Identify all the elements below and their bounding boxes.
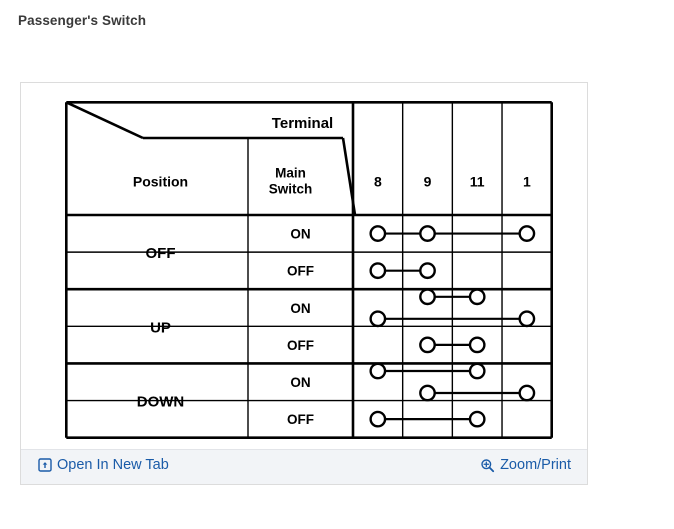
terminal-header-label: Terminal xyxy=(272,115,333,132)
main-switch-state-3: OFF xyxy=(287,338,314,353)
open-in-new-tab-link[interactable]: Open In New Tab xyxy=(37,457,169,473)
contact-node-up-on-1 xyxy=(518,310,536,328)
position-label-up: UP xyxy=(150,319,171,336)
open-in-new-tab-label: Open In New Tab xyxy=(57,457,169,473)
contact-node-up-off-11 xyxy=(468,336,486,354)
position-header-label: Position xyxy=(133,174,188,190)
contact-node-off-off-8 xyxy=(369,262,387,280)
terminal-column-header-8: 8 xyxy=(374,174,382,190)
contact-node-down-off-8 xyxy=(369,410,387,428)
terminal-column-header-1: 1 xyxy=(523,174,531,190)
contact-node-up-on-11 xyxy=(468,288,486,306)
card-footer: Open In New Tab Zoom/Print xyxy=(21,449,587,484)
contact-node-up-on-8 xyxy=(369,310,387,328)
contact-node-down-off-11 xyxy=(468,410,486,428)
contact-node-up-off-9 xyxy=(419,336,436,354)
magnifier-plus-icon xyxy=(480,458,495,473)
main-switch-header-line1: Main xyxy=(275,166,306,181)
contact-node-up-on-9 xyxy=(419,288,436,306)
external-link-icon xyxy=(37,458,52,473)
contact-node-down-on-8 xyxy=(369,362,387,380)
position-label-down: DOWN xyxy=(137,394,185,411)
contact-node-down-on-1 xyxy=(518,384,536,402)
main-switch-state-4: ON xyxy=(290,375,310,390)
contact-node-off-on-1 xyxy=(518,225,536,242)
position-label-off: OFF xyxy=(146,245,176,262)
main-switch-state-0: ON xyxy=(290,227,310,242)
contact-node-down-on-9 xyxy=(419,384,436,402)
zoom-print-label: Zoom/Print xyxy=(500,457,571,473)
contact-node-off-on-8 xyxy=(369,225,387,242)
main-switch-header-line2: Switch xyxy=(269,182,313,197)
contact-node-off-on-9 xyxy=(419,225,436,242)
zoom-print-link[interactable]: Zoom/Print xyxy=(480,457,571,473)
main-switch-state-2: ON xyxy=(290,301,310,316)
contact-node-down-on-11 xyxy=(468,362,486,380)
terminal-column-header-9: 9 xyxy=(424,174,432,190)
terminal-column-header-11: 11 xyxy=(470,174,485,190)
main-switch-state-1: OFF xyxy=(287,264,314,279)
page-title: Passenger's Switch xyxy=(18,13,147,28)
main-switch-state-5: OFF xyxy=(287,412,314,427)
contact-node-off-off-9 xyxy=(419,262,436,280)
